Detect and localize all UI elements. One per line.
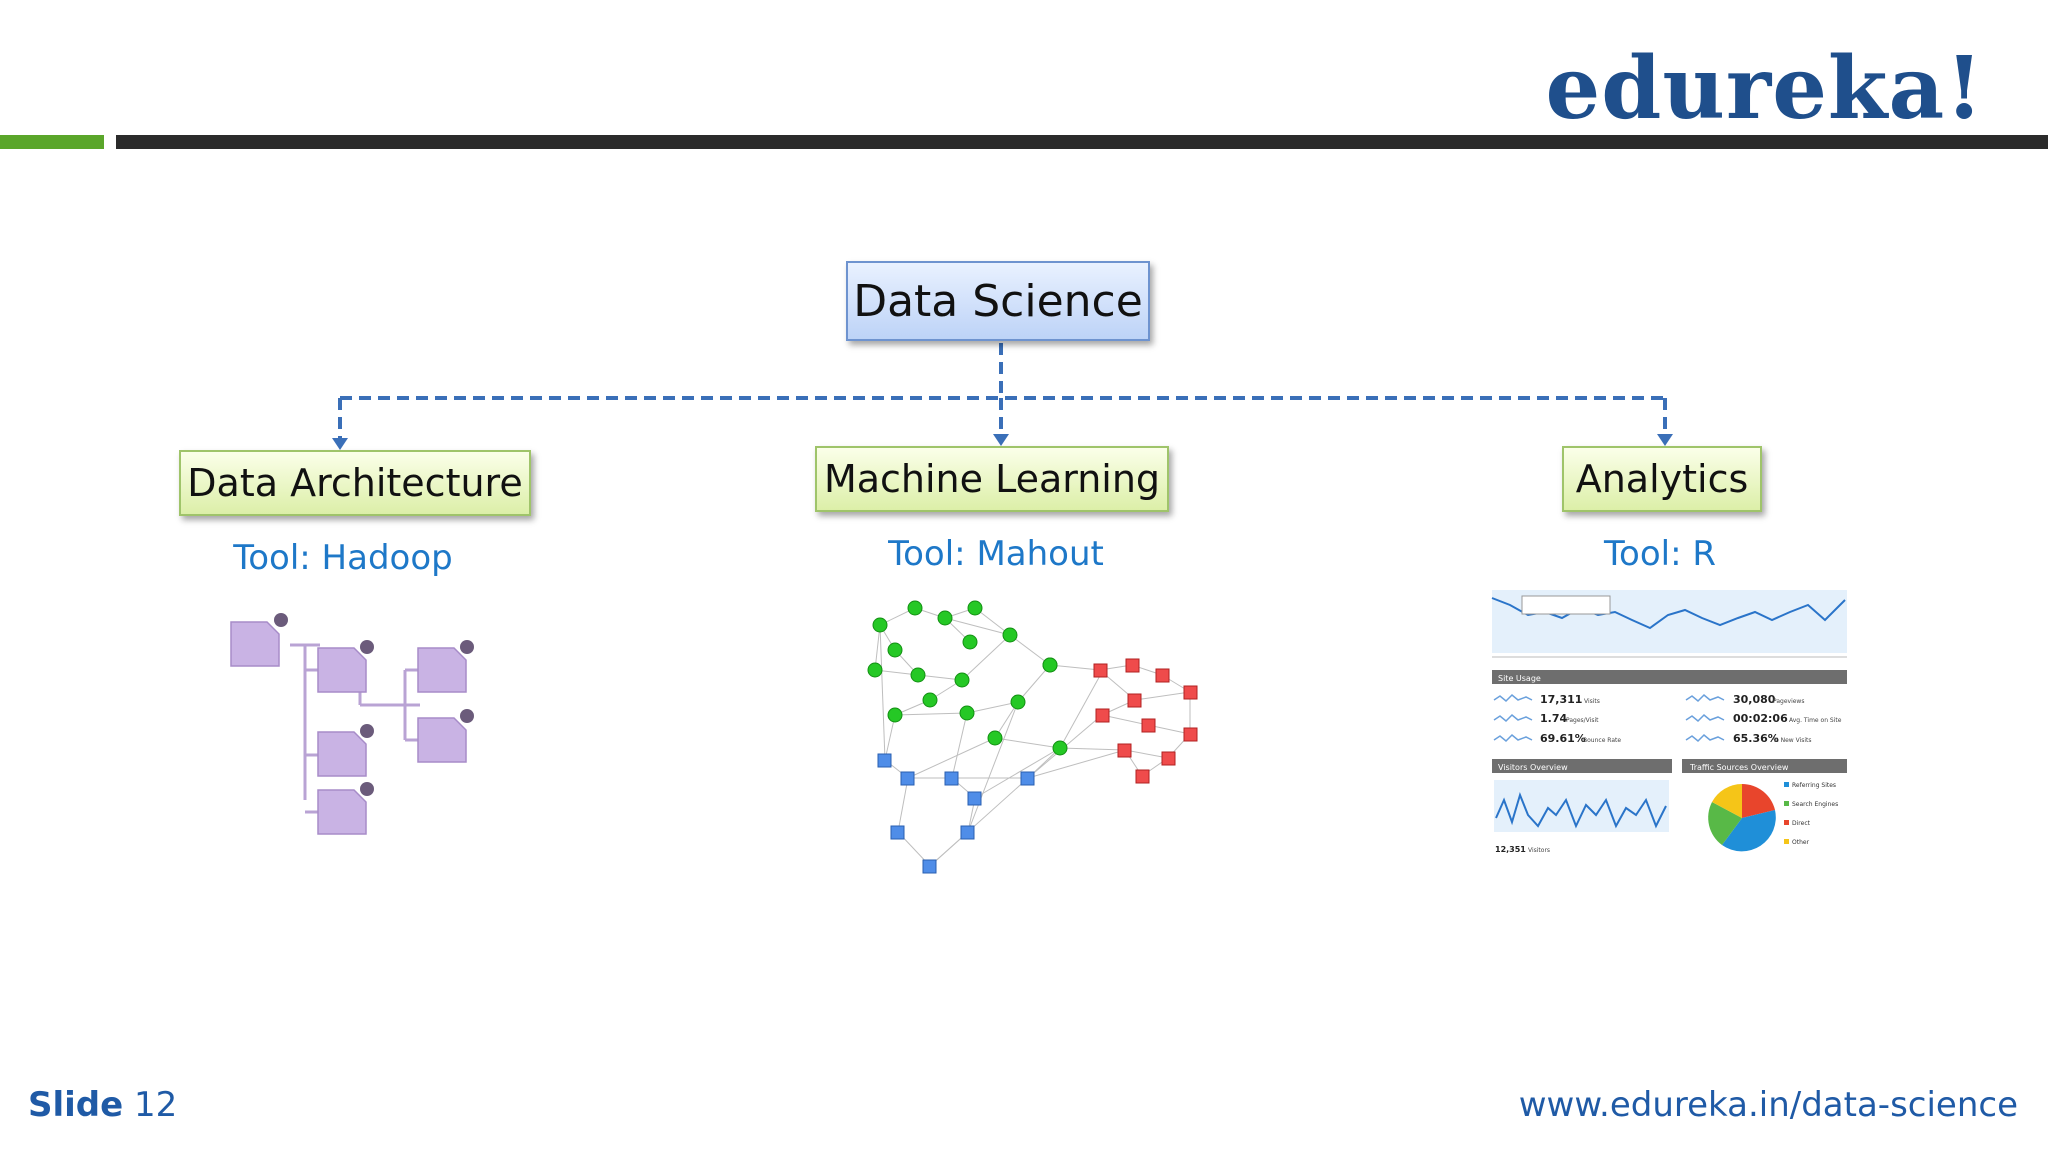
edureka-logo: edureka! [1545, 38, 1984, 139]
data-science-box: Data Science [846, 261, 1150, 341]
stat-visits-value: 17,311 [1540, 693, 1582, 706]
stat-bounce-rate-label: Bounce Rate [1583, 737, 1621, 744]
mahout-tool-label: Tool: Mahout [888, 534, 1104, 574]
pie-legend-other: Other [1792, 839, 1810, 846]
visitors-label: Visitors [1528, 847, 1550, 854]
analytics-box: Analytics [1562, 446, 1762, 512]
stat-pages-per-visit-label: Pages/Visit [1566, 717, 1599, 724]
traffic-pie-chart [1708, 784, 1776, 852]
header-divider [116, 135, 2048, 149]
data-architecture-box: Data Architecture [179, 450, 531, 516]
stat-visits-label: Visits [1584, 698, 1600, 705]
stat-pageviews-label: Pageviews [1773, 698, 1804, 705]
accent-bar-green [0, 135, 104, 149]
pie-legend-referring: Referring Sites [1792, 782, 1836, 789]
stat-new-visits-label: % New Visits [1773, 737, 1812, 744]
traffic-sources-title: Traffic Sources Overview [1689, 763, 1789, 772]
visitors-overview-title: Visitors Overview [1498, 763, 1568, 772]
pie-legend-direct: Direct [1792, 820, 1811, 827]
stat-new-visits-value: 65.36% [1733, 732, 1779, 745]
stat-avg-time-value: 00:02:06 [1733, 712, 1788, 725]
site-usage-title: Site Usage [1498, 674, 1541, 683]
footer-url[interactable]: www.edureka.in/data-science [1518, 1085, 2018, 1125]
slide-number: 12 [134, 1085, 178, 1125]
stat-pageviews-value: 30,080 [1733, 693, 1776, 706]
pie-legend-search: Search Engines [1792, 801, 1838, 808]
hadoop-tool-label: Tool: Hadoop [233, 538, 453, 578]
stat-pages-per-visit-value: 1.74 [1540, 712, 1567, 725]
stat-avg-time-label: Avg. Time on Site [1789, 717, 1842, 724]
slide-number-label: Slide 12 [28, 1085, 177, 1125]
stat-bounce-rate-value: 69.61% [1540, 732, 1586, 745]
r-tool-label: Tool: R [1604, 534, 1716, 574]
slide-word: Slide [28, 1085, 124, 1125]
machine-learning-box: Machine Learning [815, 446, 1169, 512]
visitors-value: 12,351 [1495, 845, 1526, 854]
